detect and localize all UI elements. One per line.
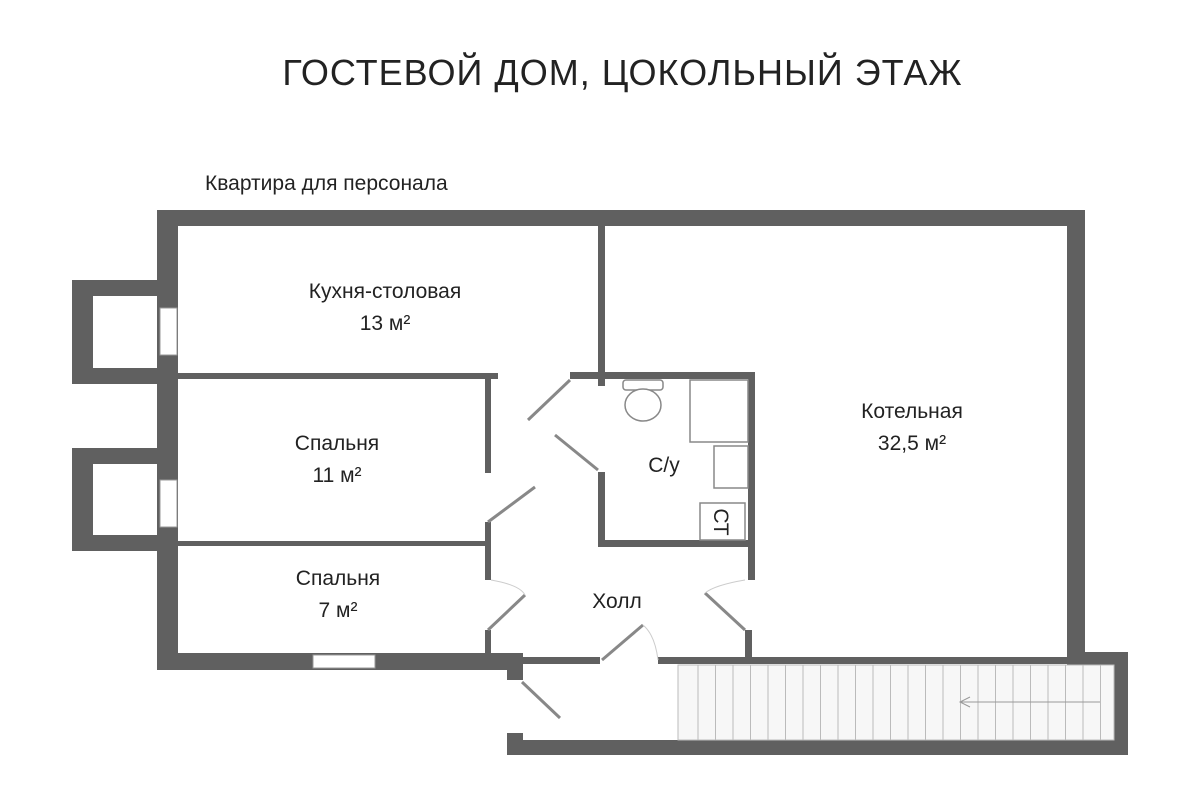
room-name: Холл [592,590,642,613]
arrow-left-icon [958,696,971,708]
windows [159,307,376,669]
room-area: 32,5 м² [878,432,946,455]
shower-cabin-icon [699,502,746,541]
room-area: 13 м² [360,312,411,335]
bathtub-icon [689,379,749,443]
shower-label: СТ [709,508,732,535]
plan-subtitle: Квартира для персонала [205,172,448,195]
room-labels: Кухня-столовая 13 м² Спальня 11 м² Спаль… [295,280,963,622]
room-area: 11 м² [312,464,361,487]
room-name: Спальня [296,567,380,590]
room-name: Кухня-столовая [309,280,461,303]
walls [72,210,1128,755]
room-name: Спальня [295,432,379,455]
staircase [677,664,1115,741]
room-name: С/у [648,454,680,477]
room-name: Котельная [861,400,963,423]
room-area: 7 м² [319,599,358,622]
toilet-icon [622,379,664,422]
doors [486,378,747,720]
plan-title: ГОСТЕВОЙ ДОМ, ЦОКОЛЬНЫЙ ЭТАЖ [282,52,963,93]
sink-icon [713,445,749,489]
bathroom-fixtures: СТ [622,379,749,541]
